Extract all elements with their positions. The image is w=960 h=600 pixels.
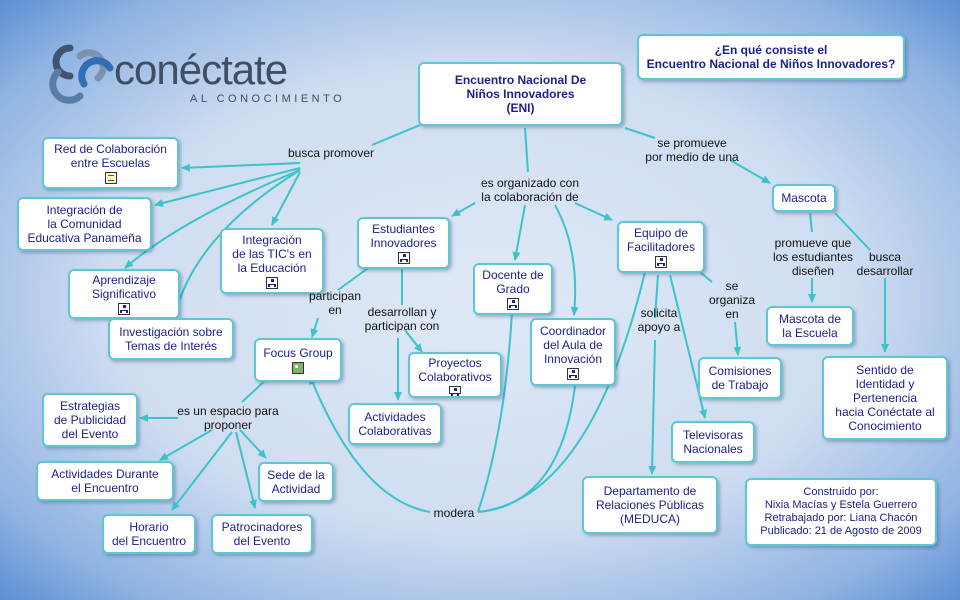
concept-map-icon[interactable] [507,298,519,310]
node-aprendizaje-significativo[interactable]: Aprendizaje Significativo [68,269,180,319]
node-actividades-durante[interactable]: Actividades Durante el Encuentro [36,461,174,501]
link [477,271,646,513]
chain-link-icon [49,44,114,104]
node-focus-group[interactable]: Focus Group [254,338,342,382]
node-investigacion[interactable]: Investigación sobre Temas de Interés [108,318,234,360]
node-label: Red de Colaboración entre Escuelas [54,142,167,170]
concept-map-icon[interactable] [567,368,579,380]
node-label: Equipo de Facilitadores [626,226,696,254]
link-label-desarrollan: desarrollan y participan con [364,305,440,333]
link-label-solicita: solicita apoyo a [637,306,681,334]
link-label-modera: modera [433,506,475,520]
node-patrocinadores[interactable]: Patrocinadores del Evento [211,514,313,554]
link [624,127,656,139]
node-integracion-tic[interactable]: Integración de las TIC's en la Educación [220,228,324,294]
node-departamento-rrpp[interactable]: Departamento de Relaciones Públicas (MED… [582,476,718,534]
concept-map-icon[interactable] [449,386,461,396]
link [159,429,213,461]
link [235,431,257,509]
node-sede-actividad[interactable]: Sede de la Actividad [258,462,334,502]
link [154,167,301,207]
node-integracion-comunidad[interactable]: Integración de la Comunidad Educativa Pa… [17,197,152,251]
link-label-organiza: se organiza en [708,279,756,321]
link [371,124,421,146]
link [512,204,526,261]
link-label-promueve-estudiantes: promueve que los estudiantes diseñen [772,236,854,278]
link [834,212,871,251]
node-red-colaboracion[interactable]: Red de Colaboración entre Escuelas [42,137,179,189]
link [477,311,513,513]
node-estudiantes-innovadores[interactable]: Estudiantes Innovadores [357,217,450,269]
document-icon[interactable] [104,172,117,184]
link [173,169,301,316]
node-mascota[interactable]: Mascota [772,184,836,212]
node-label: Estudiantes Innovadores [370,222,437,250]
node-label: Integración de las TIC's en la Educación [232,233,312,275]
link [809,212,813,233]
link [733,321,742,356]
node-proyectos-colaborativos[interactable]: Proyectos Colaborativos [408,352,502,398]
concept-map-icon[interactable] [655,256,667,268]
link [554,204,579,316]
link-label-busca-promover: busca promover [287,146,375,160]
link-label-espacio: es un espacio para proponer [177,404,279,432]
link [310,317,319,338]
link [124,169,301,269]
link [271,171,301,226]
node-horario-encuentro[interactable]: Horario del Encuentro [102,514,196,554]
link [729,159,771,184]
node-sentido-identidad[interactable]: Sentido de Identidad y Pertenencia hacia… [822,356,948,440]
link-label-participan: participan en [308,289,362,317]
logo-tagline: AL CONOCIMIENTO [190,93,346,105]
link [181,162,301,172]
node-label: Proyectos Colaborativos [418,356,492,384]
link [654,274,659,319]
node-mascota-escuela[interactable]: Mascota de la Escuela [766,306,854,346]
node-label: Aprendizaje Significativo [91,273,157,301]
link-label-organizado: es organizado con la colaboración de [480,176,580,204]
node-estrategias-publicidad[interactable]: Estrategias de Publicidad del Evento [42,393,138,447]
link [171,431,233,511]
node-coordinador[interactable]: Coordinador del Aula de Innovación [530,318,616,386]
conectate-logo: conéctate AL CONOCIMIENTO [40,38,360,113]
link [239,429,267,459]
question-box: ¿En qué consiste el Encuentro Nacional d… [637,34,905,80]
link-label-se-promueve: se promueve por medio de una [645,136,739,164]
link [309,375,431,513]
concept-map-icon[interactable] [397,252,410,264]
concept-map-icon[interactable] [118,303,130,315]
node-label: Focus Group [263,346,333,360]
logo-wordmark: conéctate [114,46,288,93]
link [574,202,613,221]
link [648,339,657,475]
link [524,127,529,173]
node-equipo-facilitadores[interactable]: Equipo de Facilitadores [617,221,705,273]
concept-map-icon[interactable] [266,277,278,289]
central-concept-eni[interactable]: Encuentro Nacional De Niños Innovadores … [418,62,623,126]
link [451,202,476,217]
credits-box: Construido por: Nixia Macías y Estela Gu… [745,478,937,546]
node-actividades-colaborativas[interactable]: Actividades Colaborativas [348,403,442,445]
link [404,329,423,353]
node-televisoras-nacionales[interactable]: Televisoras Nacionales [671,421,755,463]
node-label: Coordinador del Aula de Innovación [539,324,607,366]
node-label: Docente de Grado [482,268,544,296]
link-label-busca-desarrollar: busca desarrollar [856,250,914,278]
image-icon[interactable] [292,362,304,374]
node-comisiones-trabajo[interactable]: Comisiones de Trabajo [698,357,782,399]
node-docente-grado[interactable]: Docente de Grado [473,263,553,315]
link [477,385,576,513]
